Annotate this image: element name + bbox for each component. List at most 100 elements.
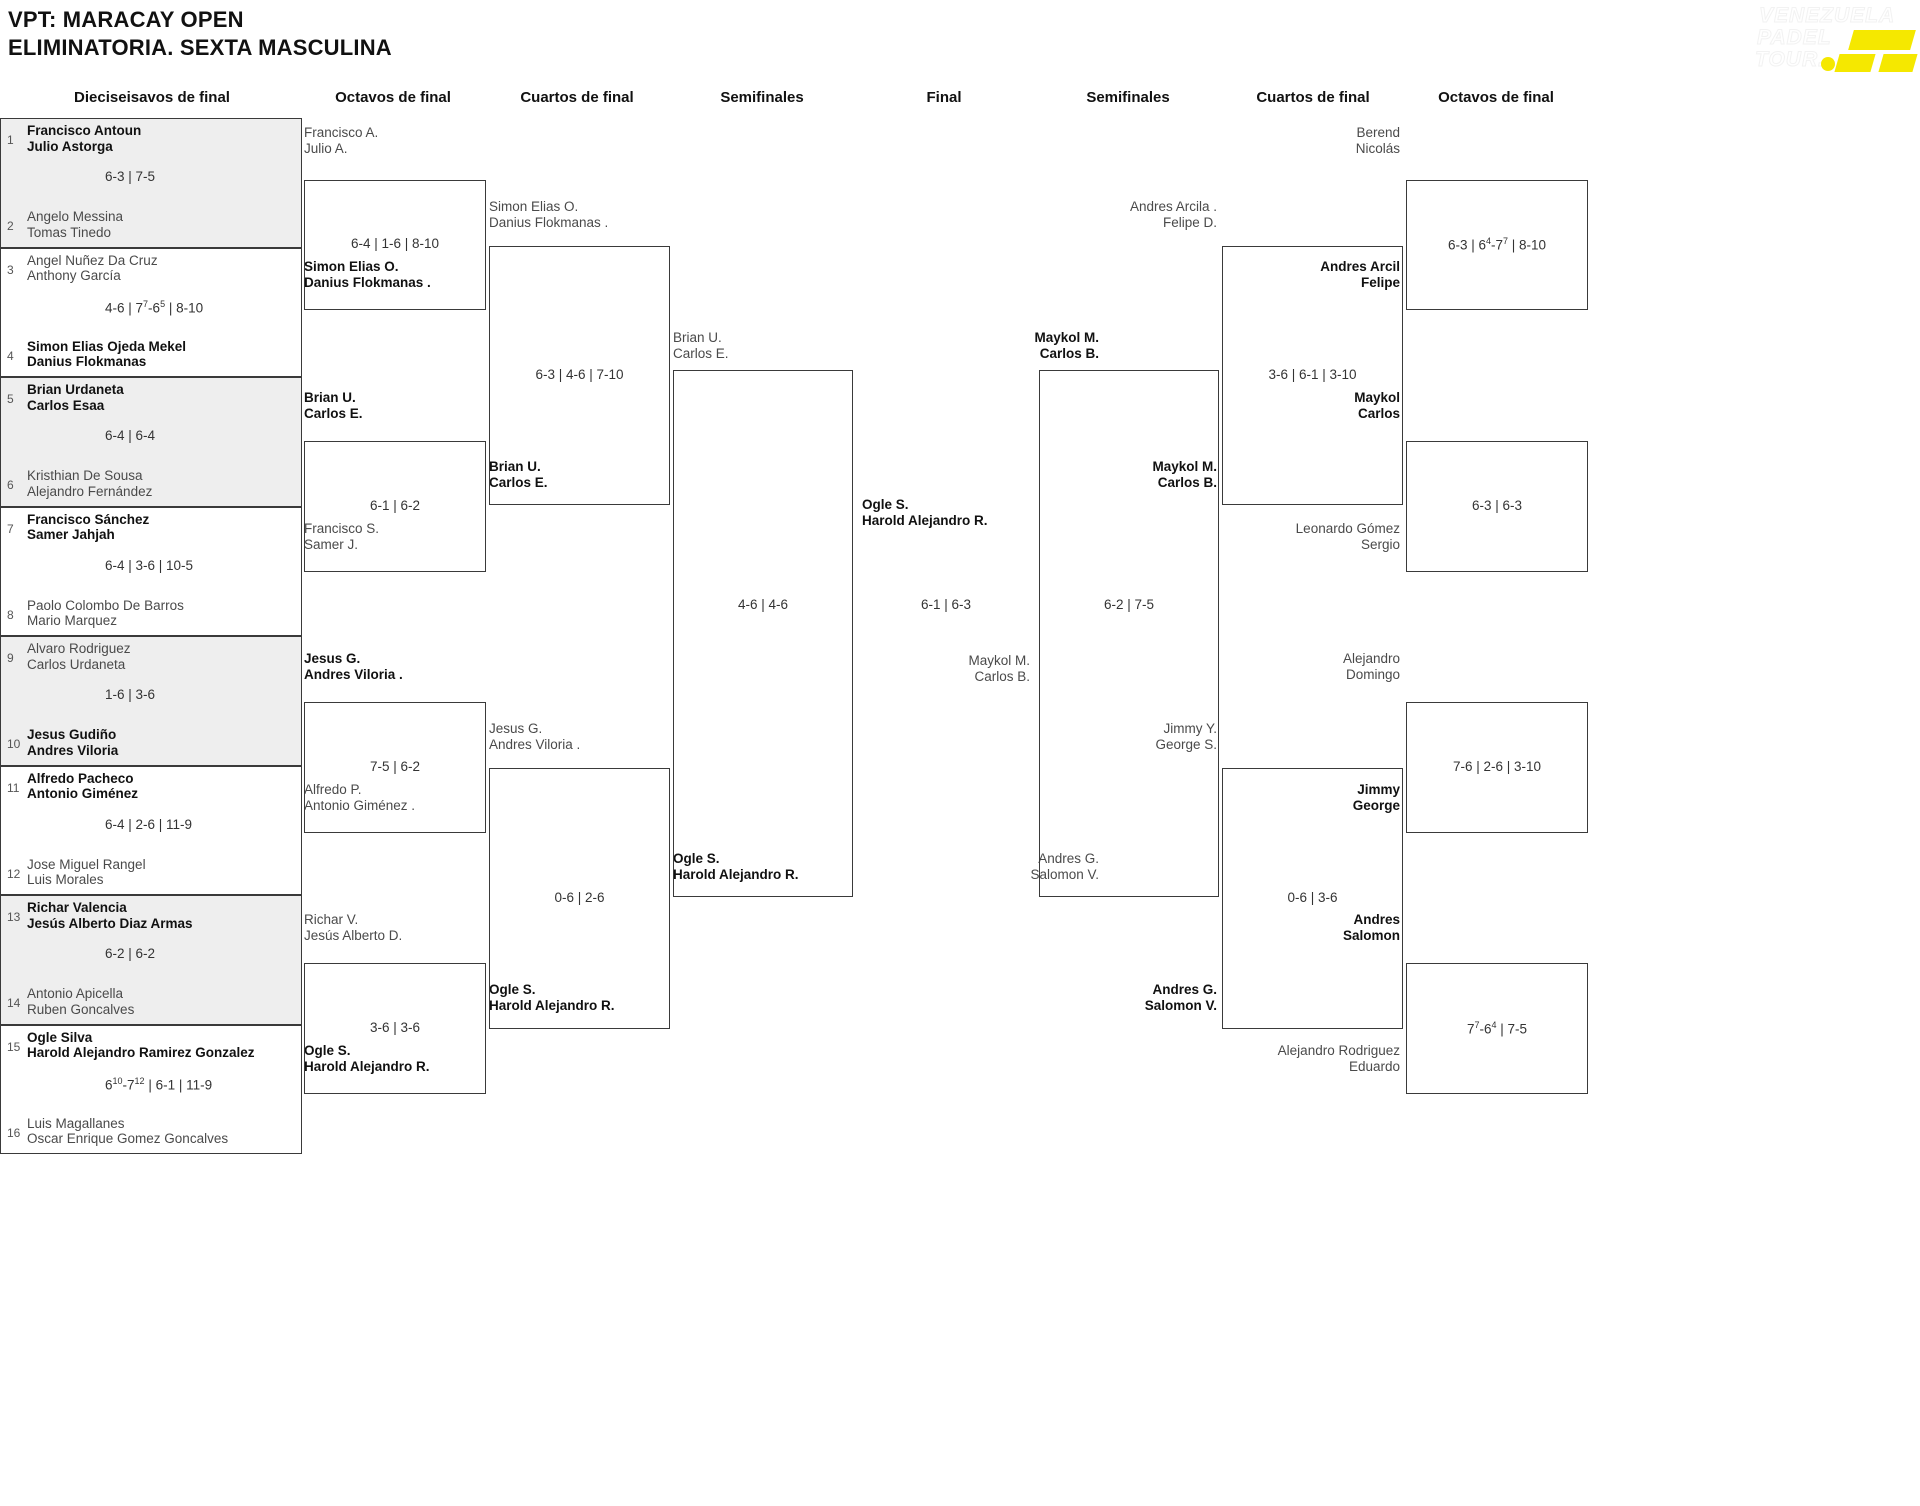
round-header-2: Cuartos de final (520, 89, 634, 106)
right-cuartos-score-0: 3-6 | 6-1 | 3-10 (1268, 366, 1357, 382)
left-octavos-team-5: Alfredo P.Antonio Giménez . (304, 782, 416, 814)
right-semis-team-0: Maykol M.Carlos B. (1034, 330, 1099, 362)
left-octavos-connector-2 (304, 702, 486, 833)
left-octavos-team-6: Richar V.Jesús Alberto D. (304, 912, 403, 944)
left-semis-team-1: Ogle S.Harold Alejandro R. (673, 851, 799, 883)
left-cuartos-team-1: Brian U.Carlos E. (489, 459, 548, 491)
right-cuartos-score-1: 0-6 | 3-6 (1287, 889, 1338, 905)
logo-dot-icon (1821, 57, 1835, 71)
round1-match-2[interactable] (0, 377, 302, 507)
round-header-6: Cuartos de final (1256, 89, 1370, 106)
right-semis-team-1: Andres G.Salomon V. (1030, 851, 1099, 883)
round1-match-5[interactable] (0, 765, 302, 895)
round1-match-6[interactable] (0, 895, 302, 1025)
round-header-1: Octavos de final (335, 89, 451, 106)
right-cuartos-team-1: Maykol M.Carlos B. (1152, 459, 1217, 491)
right-octavos-score-2: 7-6 | 2-6 | 3-10 (1452, 758, 1542, 774)
round1-seed-2-b: 6 (7, 478, 14, 492)
round1-seed-4-a: 9 (7, 651, 14, 665)
final-winner: Ogle S.Harold Alejandro R. (862, 497, 988, 529)
round1-seed-6-a: 13 (7, 910, 21, 924)
logo-line-1: VENEZUELA (1758, 4, 1896, 28)
round1-seed-1-a: 3 (7, 262, 14, 277)
round1-seed-1-b: 4 (7, 348, 14, 363)
left-semis-team-0: Brian U.Carlos E. (673, 330, 729, 362)
left-octavos-connector-1 (304, 441, 486, 572)
round1-seed-3-b: 8 (7, 607, 14, 622)
left-cuartos-team-3: Ogle S.Harold Alejandro R. (489, 982, 615, 1014)
round1-seed-6-b: 14 (7, 996, 21, 1010)
logo-bar-1 (1848, 30, 1916, 50)
left-octavos-team-2: Brian U.Carlos E. (304, 390, 363, 422)
left-cuartos-connector-1 (489, 768, 670, 1029)
final-score: 6-1 | 6-3 (920, 597, 972, 612)
final-divider (852, 370, 853, 897)
left-octavos-team-1: Simon Elias O.Danius Flokmanas . (304, 259, 431, 291)
left-cuartos-team-0: Simon Elias O.Danius Flokmanas . (489, 199, 609, 231)
round1-seed-0-b: 2 (7, 219, 14, 233)
right-octavos-score-3: 77-64 | 7-5 (1466, 1019, 1528, 1037)
logo-bar-3 (1878, 54, 1918, 72)
round1-score-2: 6-4 | 6-4 (105, 428, 156, 443)
round-header-0: Dieciseisavos de final (74, 89, 230, 106)
title-line-2: ELIMINATORIA. SEXTA MASCULINA (8, 35, 392, 61)
round1-score-7: 610-712 | 6-1 | 11-9 (105, 1075, 213, 1093)
left-octavos-team-7: Ogle S.Harold Alejandro R. (304, 1043, 430, 1075)
title-line-1: VPT: MARACAY OPEN (8, 7, 244, 32)
venezuela-padel-tour-logo: VENEZUELA PADEL TOUR. (1745, 2, 1920, 76)
round1-seed-3-a: 7 (7, 521, 14, 536)
round1-seed-7-a: 15 (7, 1039, 21, 1054)
round1-match-7[interactable] (0, 1024, 302, 1154)
round1-score-5: 6-4 | 2-6 | 11-9 (105, 816, 193, 832)
right-cuartos-connector-0 (1222, 246, 1403, 505)
right-octavos-connector-0 (1406, 180, 1588, 310)
round1-match-4[interactable] (0, 636, 302, 766)
round-header-5: Semifinales (1086, 89, 1170, 106)
round-header-4: Final (926, 89, 962, 106)
round1-score-1: 4-6 | 77-65 | 8-10 (105, 298, 204, 316)
right-semis-score: 6-2 | 7-5 (1103, 597, 1155, 612)
right-octavos-connector-3 (1406, 963, 1588, 1094)
right-cuartos-team-3: Andres G.Salomon V. (1144, 982, 1217, 1014)
page-title: VPT: MARACAY OPEN ELIMINATORIA. SEXTA MA… (8, 6, 392, 62)
round1-match-1[interactable] (0, 247, 302, 377)
left-cuartos-team-2: Jesus G.Andres Viloria . (489, 721, 581, 753)
right-octavos-connector-1 (1406, 441, 1588, 572)
left-cuartos-score-1: 0-6 | 2-6 (554, 889, 605, 905)
left-cuartos-connector-0 (489, 246, 670, 505)
left-semis-connector (673, 370, 853, 897)
left-octavos-score-2: 7-5 | 6-2 (369, 758, 421, 774)
round1-score-6: 6-2 | 6-2 (105, 946, 156, 961)
right-cuartos-connector-1 (1222, 768, 1403, 1029)
right-octavos-score-0: 6-3 | 64-77 | 8-10 (1447, 236, 1547, 253)
round1-seed-4-b: 10 (7, 737, 21, 751)
round1-seed-2-a: 5 (7, 392, 14, 406)
left-cuartos-score-0: 6-3 | 4-6 | 7-10 (535, 366, 624, 382)
round1-match-0[interactable] (0, 118, 302, 248)
left-octavos-score-1: 6-1 | 6-2 (369, 497, 421, 513)
round1-match-3[interactable] (0, 506, 302, 636)
right-octavos-connector-2 (1406, 702, 1588, 833)
round-header-3: Semifinales (720, 89, 804, 106)
logo-line-2: PADEL (1757, 26, 1832, 50)
left-octavos-connector-0 (304, 180, 486, 310)
round1-seed-5-a: 11 (7, 780, 20, 795)
final-runner-up: Maykol M.Carlos B. (968, 653, 1030, 685)
round1-score-0: 6-3 | 7-5 (105, 169, 156, 184)
